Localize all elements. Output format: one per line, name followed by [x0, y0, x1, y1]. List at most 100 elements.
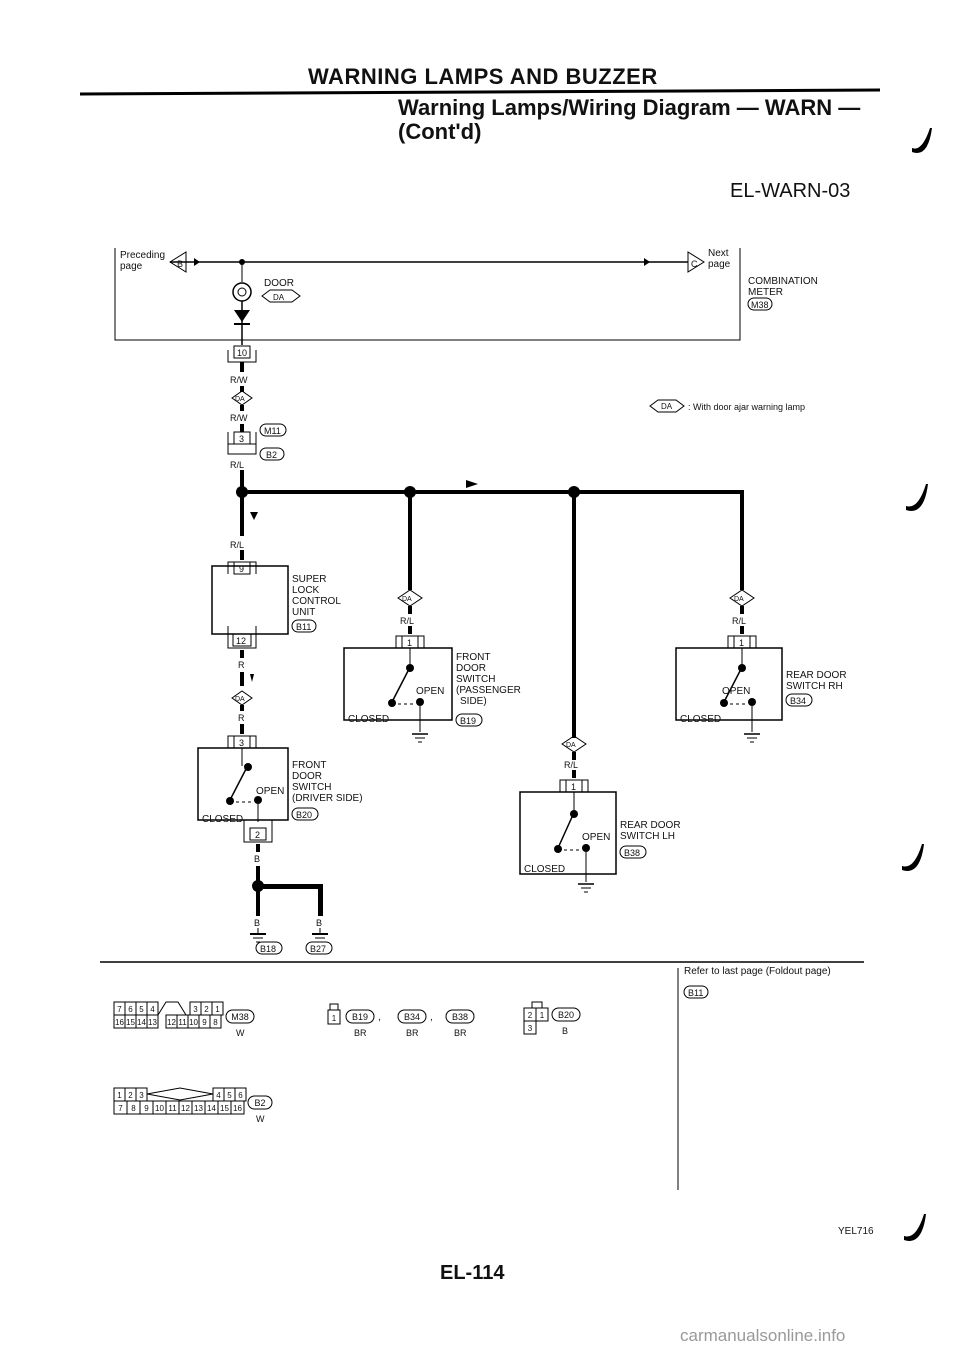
flow-arrow-icon [644, 258, 650, 266]
ground-icon [412, 733, 428, 743]
switch-contact [720, 699, 728, 707]
passenger-line: FRONT [456, 652, 490, 663]
b2-top-pin: 1 [117, 1091, 122, 1100]
da-option: DA [734, 596, 744, 603]
pin-box [249, 827, 267, 841]
connector-color: BR [406, 1028, 419, 1038]
pin-3: 3 [239, 738, 244, 748]
page-title-line2: (Cont'd) [398, 119, 482, 144]
pin-box [232, 633, 252, 647]
b2-bottom-pin: 11 [168, 1104, 177, 1113]
connector-b2-face-badge [247, 1095, 273, 1110]
preceding-page-label: Preceding page [120, 250, 168, 272]
connector-m38-badge [747, 297, 773, 311]
m38-bottom-pin: 12 [167, 1018, 176, 1027]
wire [572, 770, 576, 778]
m38-latch [157, 1001, 187, 1016]
m38-top-pin: 1 [215, 1005, 220, 1014]
bus-wire [242, 490, 742, 494]
preceding-connector: B [177, 259, 183, 269]
next-line: Next [708, 248, 729, 259]
wire-rw: R/W [230, 375, 248, 385]
b2-latch [146, 1087, 214, 1101]
da-option: DA [566, 742, 576, 749]
passenger-switch-box [343, 647, 453, 721]
b20-latch [531, 1001, 543, 1008]
option-da-badge [729, 589, 755, 607]
connector-m11: M11 [264, 426, 281, 436]
wire-rl: R/L [230, 540, 244, 550]
door-lamp-icon [232, 282, 252, 302]
option-da-badge [231, 690, 253, 706]
b2-bottom-pin: 10 [155, 1104, 164, 1113]
wire-r: R [238, 713, 245, 723]
combination-meter-label: COMBINATION METER [748, 276, 821, 298]
switch-contact [748, 698, 756, 706]
connector-b2: B2 [266, 450, 277, 460]
da-option: DA [235, 696, 245, 703]
watermark: carmanualsonline.info [680, 1326, 846, 1345]
wire [240, 470, 244, 492]
top-frame [114, 248, 741, 341]
connector-m11-badge [259, 423, 287, 437]
switch-contact [738, 664, 746, 672]
switch-lever [391, 670, 409, 703]
wire-b: B [316, 918, 322, 928]
list-separator: , [378, 1012, 381, 1023]
wire-rl: R/L [564, 760, 578, 770]
rear-rh-open: OPEN [722, 686, 750, 697]
wire [258, 884, 322, 889]
passenger-line: SIDE) [460, 696, 487, 707]
wire [318, 884, 323, 916]
connector-b11: B11 [296, 622, 311, 632]
option-da-badge [231, 390, 253, 406]
door-lamp-icon-inner [237, 287, 247, 297]
connector-b34-face: B34 [404, 1012, 420, 1022]
m38-bottom-pin: 9 [202, 1018, 207, 1027]
flow-arrow-icon [194, 258, 200, 266]
connector-b20-face: B20 [558, 1010, 574, 1020]
m38-bottom-cell [146, 1014, 159, 1029]
super-lock-line: UNIT [292, 607, 315, 618]
b2-top-pin: 2 [128, 1091, 133, 1100]
next-page-label: Next page [708, 248, 731, 270]
wire [240, 494, 244, 536]
flow-arrow-icon [250, 512, 258, 520]
rear-rh-line: SWITCH RH [786, 681, 843, 692]
corner-mark-icon [902, 128, 932, 1241]
connector-frame [227, 626, 257, 649]
b2-bottom-pin: 9 [144, 1104, 149, 1113]
b19-face-cell [327, 1009, 341, 1025]
pin-2: 2 [255, 830, 260, 840]
da-option: DA [235, 396, 245, 403]
junction-dot [236, 486, 248, 498]
connector-m38-face: M38 [231, 1012, 249, 1022]
passenger-open: OPEN [416, 686, 444, 697]
switch-contact [254, 796, 262, 804]
connector-b18: B18 [260, 944, 276, 954]
connector-b38-face-badge [445, 1009, 475, 1024]
wire-b: B [254, 918, 260, 928]
connector-b38: B38 [624, 848, 640, 858]
ground-icon [578, 883, 594, 893]
passenger-line: (PASSENGER [456, 685, 521, 696]
diode-icon [234, 310, 250, 322]
switch-contact [226, 797, 234, 805]
b20-top-cell [535, 1007, 549, 1022]
connector-b19-badge [455, 713, 483, 727]
driver-closed: CLOSED [202, 814, 243, 825]
passenger-line: DOOR [456, 663, 486, 674]
connector-m38: M38 [751, 300, 769, 310]
switch-contact [416, 698, 424, 706]
connector-color: BR [354, 1028, 367, 1038]
rear-lh-switch-box [519, 791, 617, 875]
switch-contact [570, 810, 578, 818]
wire-rw: R/W [230, 413, 248, 423]
b19-latch [329, 1003, 339, 1010]
driver-line: FRONT [292, 760, 326, 771]
flow-arrow-icon [250, 674, 254, 682]
super-lock-unit-box [211, 565, 289, 635]
b20-bottom-cell [523, 1020, 537, 1035]
m38-bottom-cell [209, 1014, 222, 1029]
